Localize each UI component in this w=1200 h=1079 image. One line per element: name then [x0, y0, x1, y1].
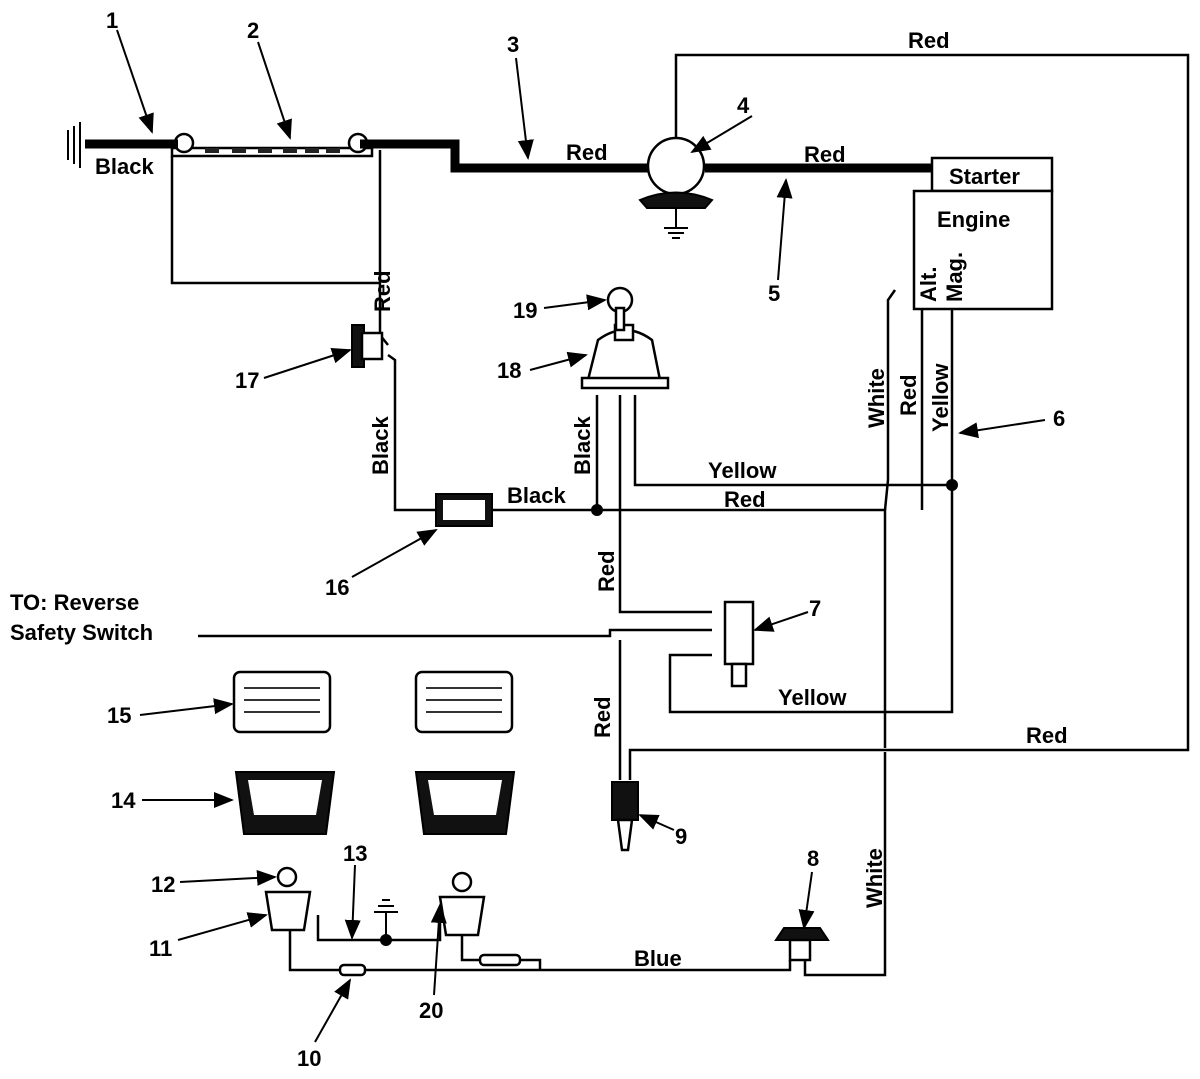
wire-label-blue: Blue	[634, 946, 682, 971]
wire-label-battery-red: Red	[566, 140, 608, 165]
battery-cables	[85, 139, 935, 173]
lamps	[232, 670, 516, 835]
callout-13: 13	[343, 841, 367, 866]
wire-label-top-red: Red	[908, 28, 950, 53]
wire-label-battery-red-vertical: Red	[370, 270, 395, 312]
callout-11: 11	[149, 936, 172, 961]
callout-6: 6	[1053, 406, 1065, 431]
bulb-sockets	[264, 866, 486, 937]
wire-label-lower-yellow: Yellow	[778, 685, 847, 710]
wire-label-ammeter-black: Black	[507, 483, 566, 508]
wire-label-socket-red-vertical: Red	[590, 696, 615, 738]
socket-9	[611, 781, 639, 852]
wire-label-switch-black-vertical: Black	[570, 416, 595, 475]
engine-label: Engine	[937, 207, 1010, 232]
alt-label: Alt.	[916, 267, 941, 302]
wire-label-solenoid-red: Red	[804, 142, 846, 167]
wire-label-lower-white: White	[862, 848, 887, 908]
callout-8: 8	[807, 846, 819, 871]
engine-box	[912, 189, 1054, 311]
fuse-20	[478, 953, 522, 967]
callout-4: 4	[737, 93, 750, 118]
wire-label-red: Red	[724, 487, 766, 512]
switch-7	[723, 600, 755, 688]
callout-arrows	[116, 29, 1046, 1043]
callout-16: 16	[325, 575, 349, 600]
wire-label-ammeter-black-vertical: Black	[368, 416, 393, 475]
callout-9: 9	[675, 824, 687, 849]
callout-10: 10	[297, 1046, 321, 1071]
wire-label-engine-white: White	[864, 368, 889, 428]
starter-label: Starter	[949, 164, 1020, 189]
callout-15: 15	[107, 703, 131, 728]
callout-18: 18	[497, 358, 521, 383]
wire-label-lower-red: Red	[1026, 723, 1068, 748]
starter-solenoid	[638, 136, 714, 239]
ignition-switch	[580, 323, 670, 390]
callout-17: 17	[235, 368, 259, 393]
wire-label-yellow: Yellow	[708, 458, 777, 483]
note-line-1: TO: Reverse	[10, 590, 139, 615]
battery	[170, 132, 374, 158]
wire-label-switch-red-vertical: Red	[594, 550, 619, 592]
callout-14: 14	[111, 788, 136, 813]
callout-12: 12	[151, 872, 175, 897]
wire-label-ground-black: Black	[95, 154, 154, 179]
note-line-2: Safety Switch	[10, 620, 153, 645]
callout-1: 1	[106, 8, 118, 33]
key-icon	[606, 286, 634, 332]
light-switch-8	[774, 927, 830, 962]
callout-7: 7	[809, 596, 821, 621]
ammeter	[435, 493, 493, 527]
fuse-10	[338, 963, 367, 977]
callout-19: 19	[513, 298, 537, 323]
callout-20: 20	[419, 998, 443, 1023]
mag-label: Mag.	[942, 252, 967, 302]
wire-label-engine-red: Red	[896, 374, 921, 416]
callout-3: 3	[507, 32, 519, 57]
wire-label-engine-yellow: Yellow	[928, 363, 953, 432]
callout-5: 5	[768, 281, 780, 306]
ground-icon	[67, 122, 81, 168]
callout-2: 2	[247, 18, 259, 43]
plug-17	[351, 324, 384, 368]
